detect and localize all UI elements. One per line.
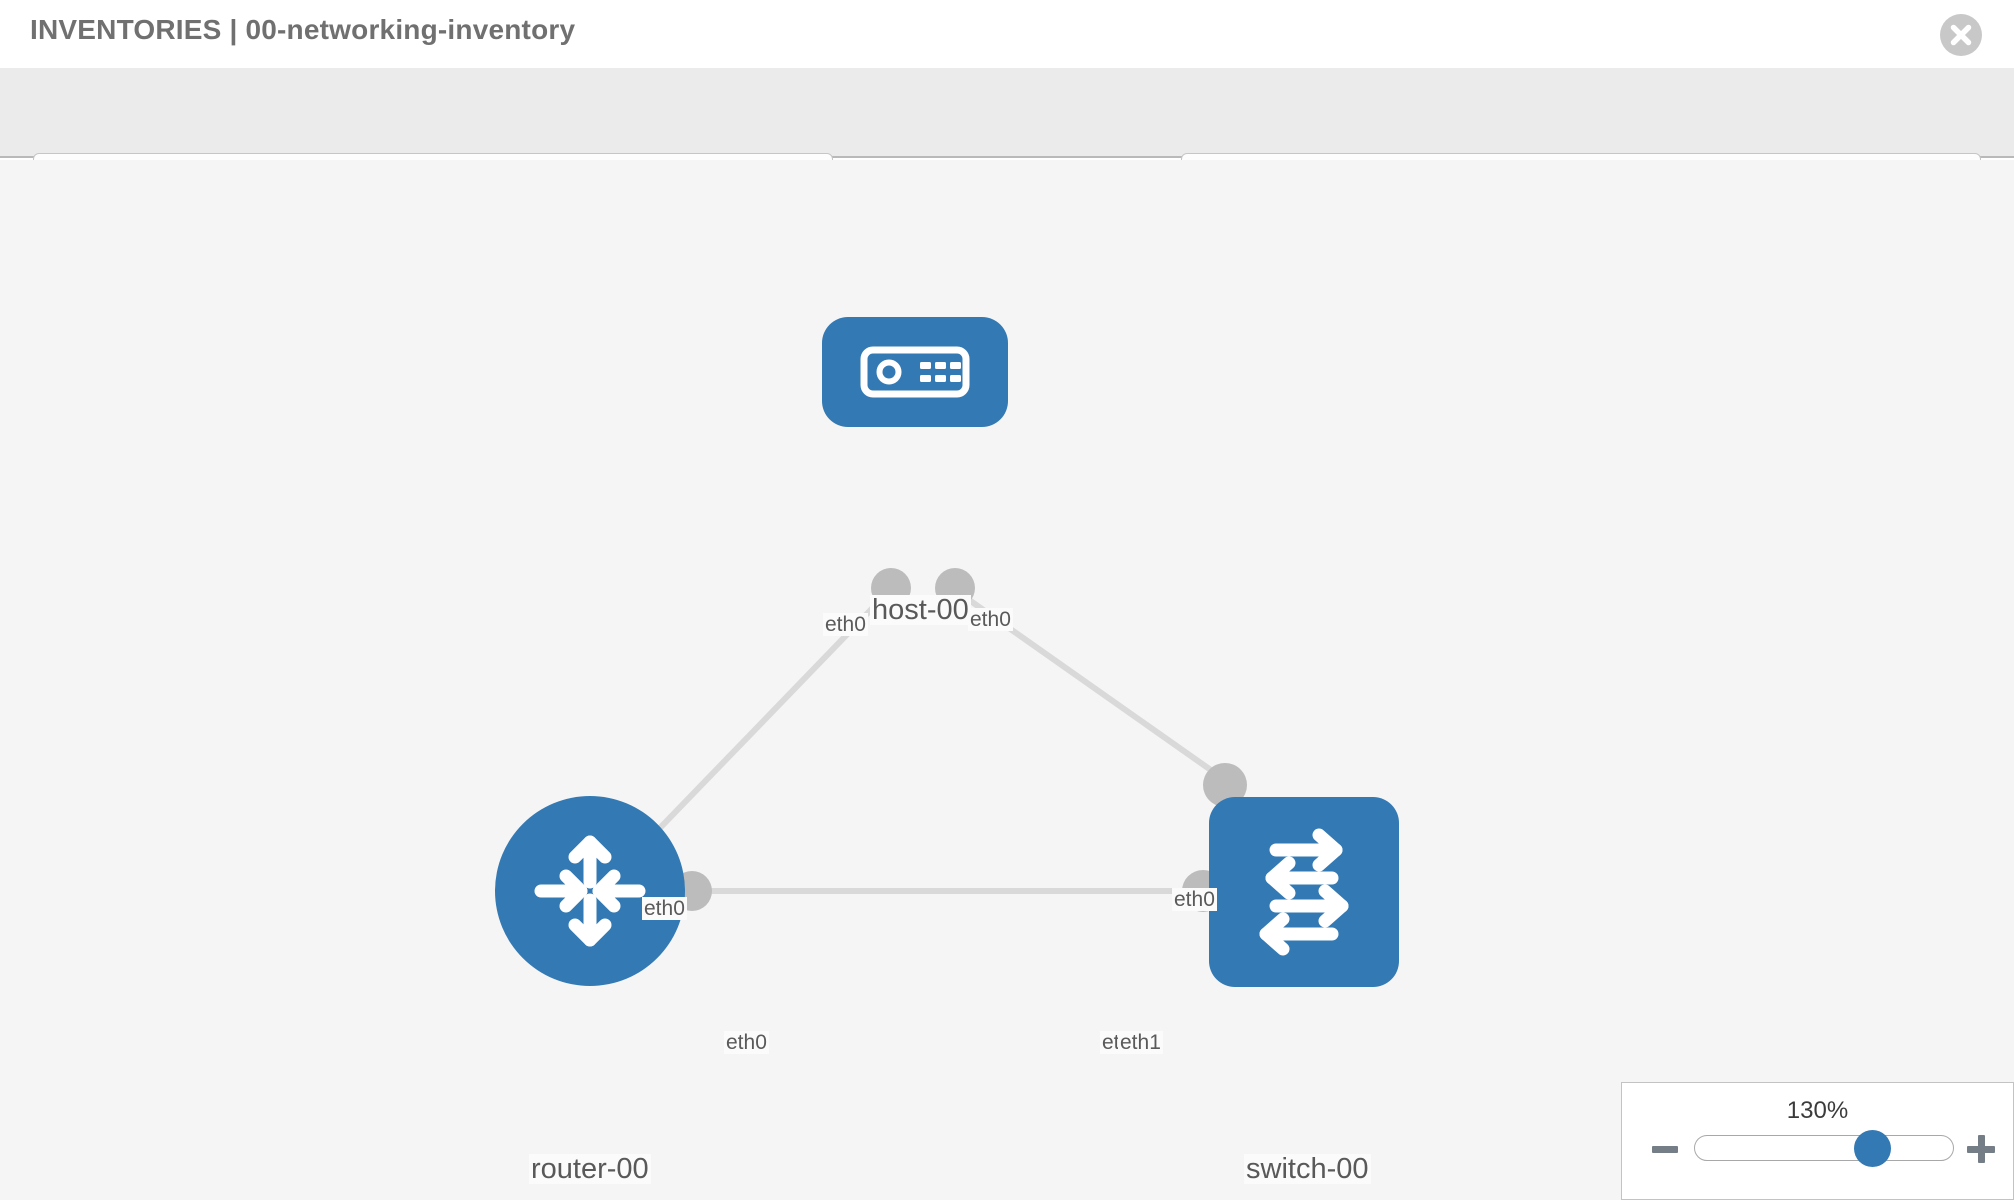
four-arrows-inward-icon bbox=[534, 835, 646, 947]
node-host-00-shape[interactable] bbox=[822, 317, 1008, 427]
node-switch-00-shape[interactable] bbox=[1209, 797, 1399, 987]
topology-links bbox=[597, 587, 1228, 894]
four-arrows-horizontal-icon bbox=[1259, 828, 1349, 956]
server-device-icon bbox=[860, 346, 970, 398]
iface-label-router-up: eth0 bbox=[642, 897, 687, 921]
page-header: INVENTORIES | 00-networking-inventory bbox=[0, 0, 2014, 68]
node-router-00-shape[interactable] bbox=[495, 796, 685, 986]
iface-label-switch-left: eth1 bbox=[1118, 1031, 1163, 1055]
toolbar: ACTIONS SEARCH bbox=[0, 68, 2014, 209]
iface-label-switch-up: eth0 bbox=[1172, 888, 1217, 912]
iface-label-host-left: eth0 bbox=[823, 613, 868, 637]
node-host-00-label: host-00 bbox=[870, 594, 971, 626]
iface-label-router-right: eth0 bbox=[724, 1031, 769, 1055]
node-router-00-label: router-00 bbox=[529, 1153, 651, 1185]
iface-label-host-right: eth0 bbox=[968, 608, 1013, 632]
page-title: INVENTORIES | 00-networking-inventory bbox=[30, 14, 576, 45]
slider-thumb[interactable] bbox=[1854, 1130, 1891, 1167]
close-icon[interactable] bbox=[1940, 14, 1982, 56]
plus-icon[interactable] bbox=[1967, 1135, 1995, 1163]
zoom-level-value: 130% bbox=[1786, 1097, 1849, 1124]
node-switch-00-label: switch-00 bbox=[1244, 1153, 1371, 1185]
zoom-slider[interactable] bbox=[1694, 1130, 1954, 1167]
topology-canvas[interactable]: eth0 host-00 eth0 bbox=[0, 160, 2014, 1200]
zoom-control-panel: 130% bbox=[1621, 1082, 2014, 1200]
minus-icon[interactable] bbox=[1652, 1146, 1678, 1153]
